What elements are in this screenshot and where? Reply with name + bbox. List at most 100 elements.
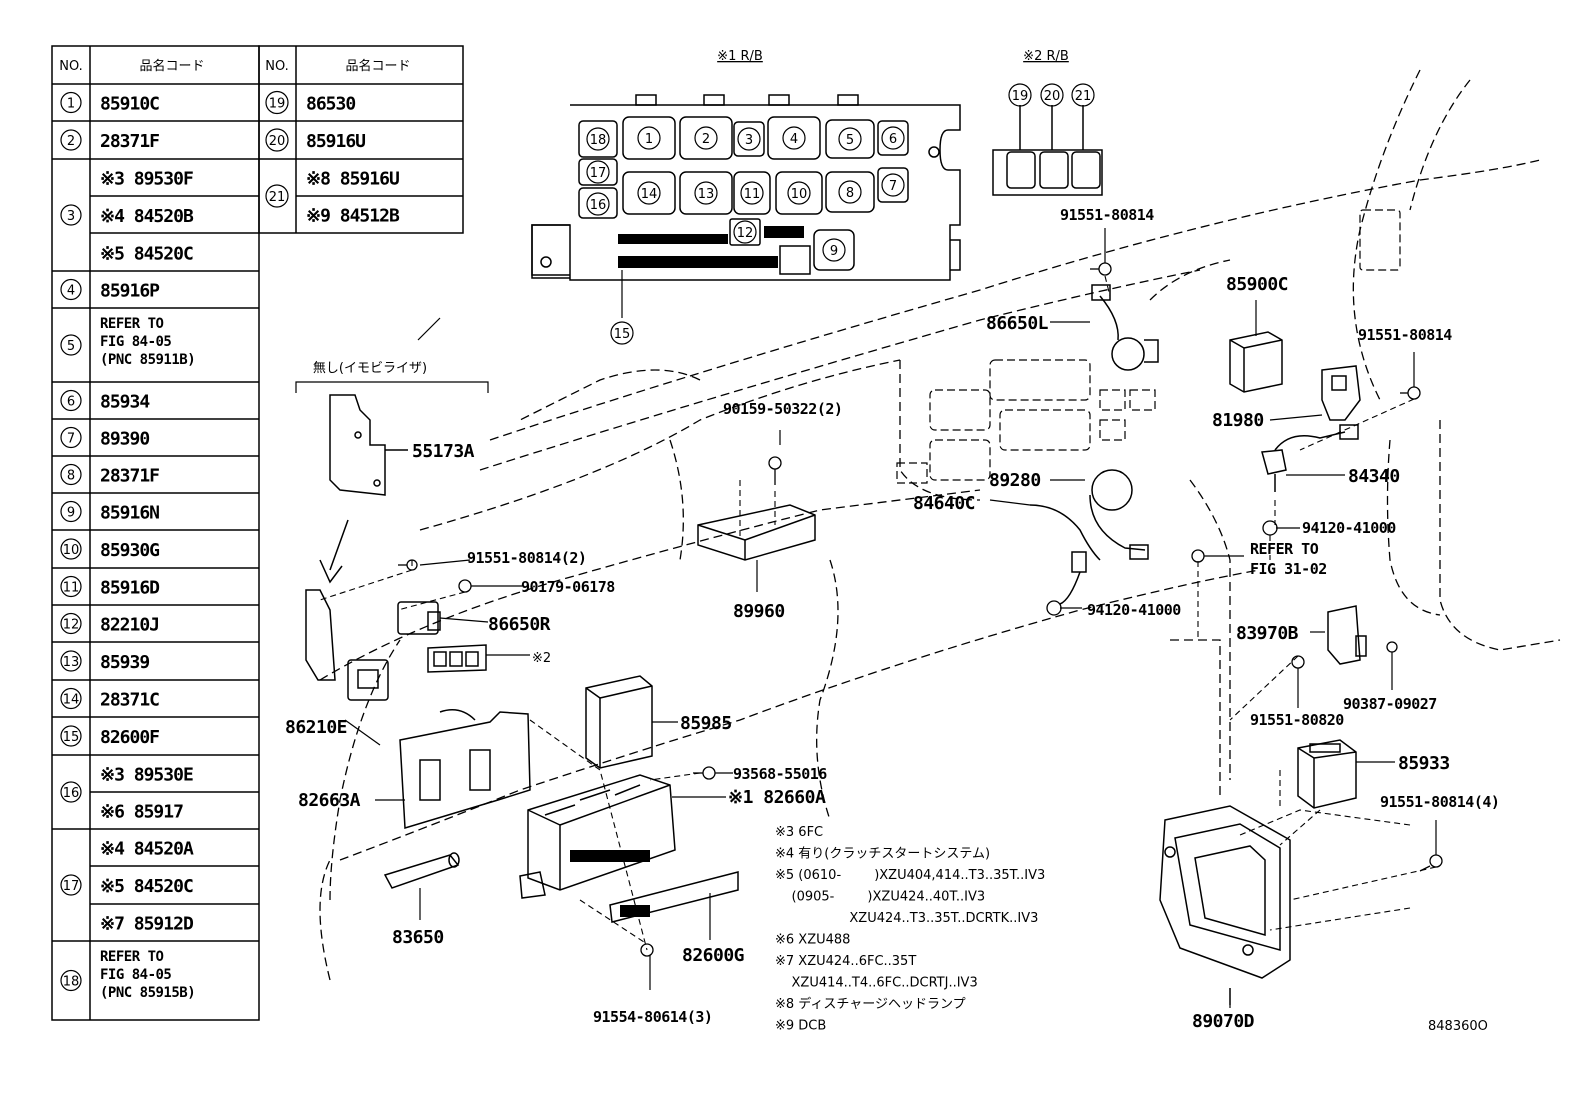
slot-circle	[586, 192, 610, 216]
slot-circle	[1040, 83, 1064, 107]
part-code: 89390	[100, 429, 149, 450]
slot-circle	[610, 321, 634, 345]
slot-circle	[838, 180, 862, 204]
label-85985: 85985	[680, 713, 732, 734]
label-90179-06178: 90179-06178	[521, 578, 615, 596]
slot-circle	[740, 181, 764, 205]
slot-circle	[637, 126, 661, 150]
label-89280: 89280	[989, 470, 1041, 491]
relay-block-82660a	[519, 774, 676, 899]
slot-number: 14	[641, 187, 658, 202]
slot-circle	[733, 220, 757, 244]
slot-circle	[838, 127, 862, 151]
slot-number: 12	[737, 226, 754, 241]
label-84640c: 84640C	[913, 493, 975, 514]
relay-86650r	[397, 601, 441, 635]
part-code: 28371F	[100, 131, 159, 152]
slot-circle	[787, 181, 811, 205]
relay-85933	[1297, 739, 1357, 809]
part-code: 85916N	[100, 503, 159, 524]
row-number: 16	[63, 786, 80, 801]
row-number-circle	[60, 874, 82, 896]
table-header-no-right: NO.	[265, 59, 289, 74]
harness-89280	[1029, 469, 1149, 605]
label-86650l: 86650L	[986, 313, 1049, 334]
row-number-circle	[60, 687, 82, 710]
footnote-line: ※4 有り(クラッチスタートシステム)	[775, 847, 990, 862]
dashboard-outline	[319, 69, 1561, 981]
part-code: ※9 84512B	[306, 206, 400, 227]
switch-84340	[1261, 424, 1359, 492]
slot-circle	[737, 127, 761, 151]
slot-circle	[822, 238, 846, 262]
label-82600g	[609, 871, 739, 923]
row-number: 20	[269, 134, 286, 149]
center-console-outline	[896, 209, 1401, 484]
label-55173a: 55173A	[412, 441, 475, 462]
label-82600g: 82600G	[682, 945, 744, 966]
fuse-puller-83650	[383, 852, 460, 889]
row-number: 21	[269, 190, 286, 205]
label-86210e: 86210E	[285, 717, 347, 738]
footnote-line: ※8 ディスチャージヘッドランプ	[775, 996, 966, 1012]
part-code: (PNC 85911B)	[100, 352, 195, 368]
slot-number: 18	[590, 133, 607, 148]
slot-circle	[586, 160, 610, 184]
row-number: 8	[67, 469, 75, 484]
label-82660a: ※1 82660A	[728, 787, 826, 808]
sensor-81980	[1321, 365, 1361, 421]
label-91551-80814-right: 91551-80814	[1358, 326, 1452, 344]
part-code: ※4 84520A	[100, 839, 194, 860]
no-immobilizer-label: 無し(イモビライザ)	[313, 361, 427, 376]
relay-block-1	[531, 94, 961, 281]
slot-number: 11	[744, 187, 761, 202]
part-code: 86530	[306, 94, 355, 115]
label-91551-80814-4: 91551-80814(4)	[1380, 793, 1499, 811]
part-code: (PNC 85915B)	[100, 985, 195, 1001]
slot-number: 4	[790, 132, 798, 147]
label-91551-80814-top: 91551-80814	[1060, 206, 1154, 224]
part-code: 85910C	[100, 94, 159, 115]
slot-number: 10	[791, 187, 808, 202]
row-number: 6	[67, 395, 75, 410]
label-89960: 89960	[733, 601, 785, 622]
relay-block-1-pins	[618, 226, 804, 268]
slot-number: 2	[702, 132, 710, 147]
label-refer-to-a: REFER TO	[1250, 540, 1319, 558]
part-code: 85916U	[306, 131, 365, 152]
row-number-circle	[60, 129, 82, 151]
row-number-circle	[60, 463, 82, 486]
footnote-line: XZU424..T3..35T..DCRTK..IV3	[775, 911, 1038, 926]
row-number: 9	[67, 506, 75, 521]
slot-circle	[694, 181, 718, 205]
slot-number: 13	[698, 187, 715, 202]
relay-block-2-part	[427, 644, 487, 673]
footnote-line: ※3 6FC	[775, 825, 823, 840]
label-94120-41000-a: 94120-41000	[1302, 519, 1396, 537]
label-84340: 84340	[1348, 466, 1400, 487]
row-number-circle	[60, 781, 82, 803]
slot-circle	[782, 126, 806, 150]
row-number: 4	[67, 284, 75, 299]
table-header-code-right: 品名コード	[345, 58, 410, 74]
parts-table	[51, 45, 464, 1021]
label-81980: 81980	[1212, 410, 1264, 431]
row-number-circle	[60, 91, 82, 114]
row-number-circle	[60, 278, 82, 301]
part-code: ※8 85916U	[306, 169, 399, 190]
part-code: ※3 89530E	[100, 765, 193, 786]
label-89070d: 89070D	[1192, 1011, 1255, 1032]
label-91551-80814-2: 91551-80814(2)	[467, 549, 586, 567]
footnotes: ※3 6FC※4 有り(クラッチスタートシステム)※5 (0610- )XZU4…	[775, 825, 1045, 1034]
relay-block-1-title: ※1 R/B	[717, 49, 763, 64]
leader-lines	[344, 228, 1437, 1008]
row-number: 11	[63, 581, 80, 596]
row-number: 12	[63, 618, 80, 633]
label-83650: 83650	[392, 927, 444, 948]
slot-number: 20	[1044, 89, 1061, 104]
slot-circle	[1071, 83, 1095, 107]
row-number: 7	[67, 432, 75, 447]
row-number-circle	[60, 725, 82, 747]
